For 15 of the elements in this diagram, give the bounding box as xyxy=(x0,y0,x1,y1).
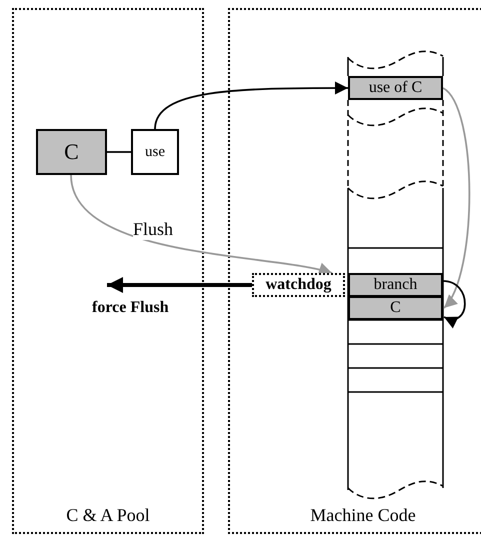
edge-label: Flush xyxy=(133,220,174,240)
arrow xyxy=(442,87,470,309)
shaded-box: C xyxy=(348,296,443,320)
region-panel xyxy=(228,8,481,534)
shaded-box: use of C xyxy=(348,76,443,100)
shaded-box: C xyxy=(36,129,107,175)
dotted-label-box: watchdog xyxy=(252,273,345,297)
panel-title: C & A Pool xyxy=(65,505,151,526)
shaded-box: branch xyxy=(348,273,443,297)
process-box: use xyxy=(131,129,179,175)
connector-line xyxy=(107,151,131,153)
arrow xyxy=(107,277,252,293)
arrow xyxy=(154,82,348,130)
panel-title: Machine Code xyxy=(309,505,417,526)
arrow xyxy=(442,280,466,328)
